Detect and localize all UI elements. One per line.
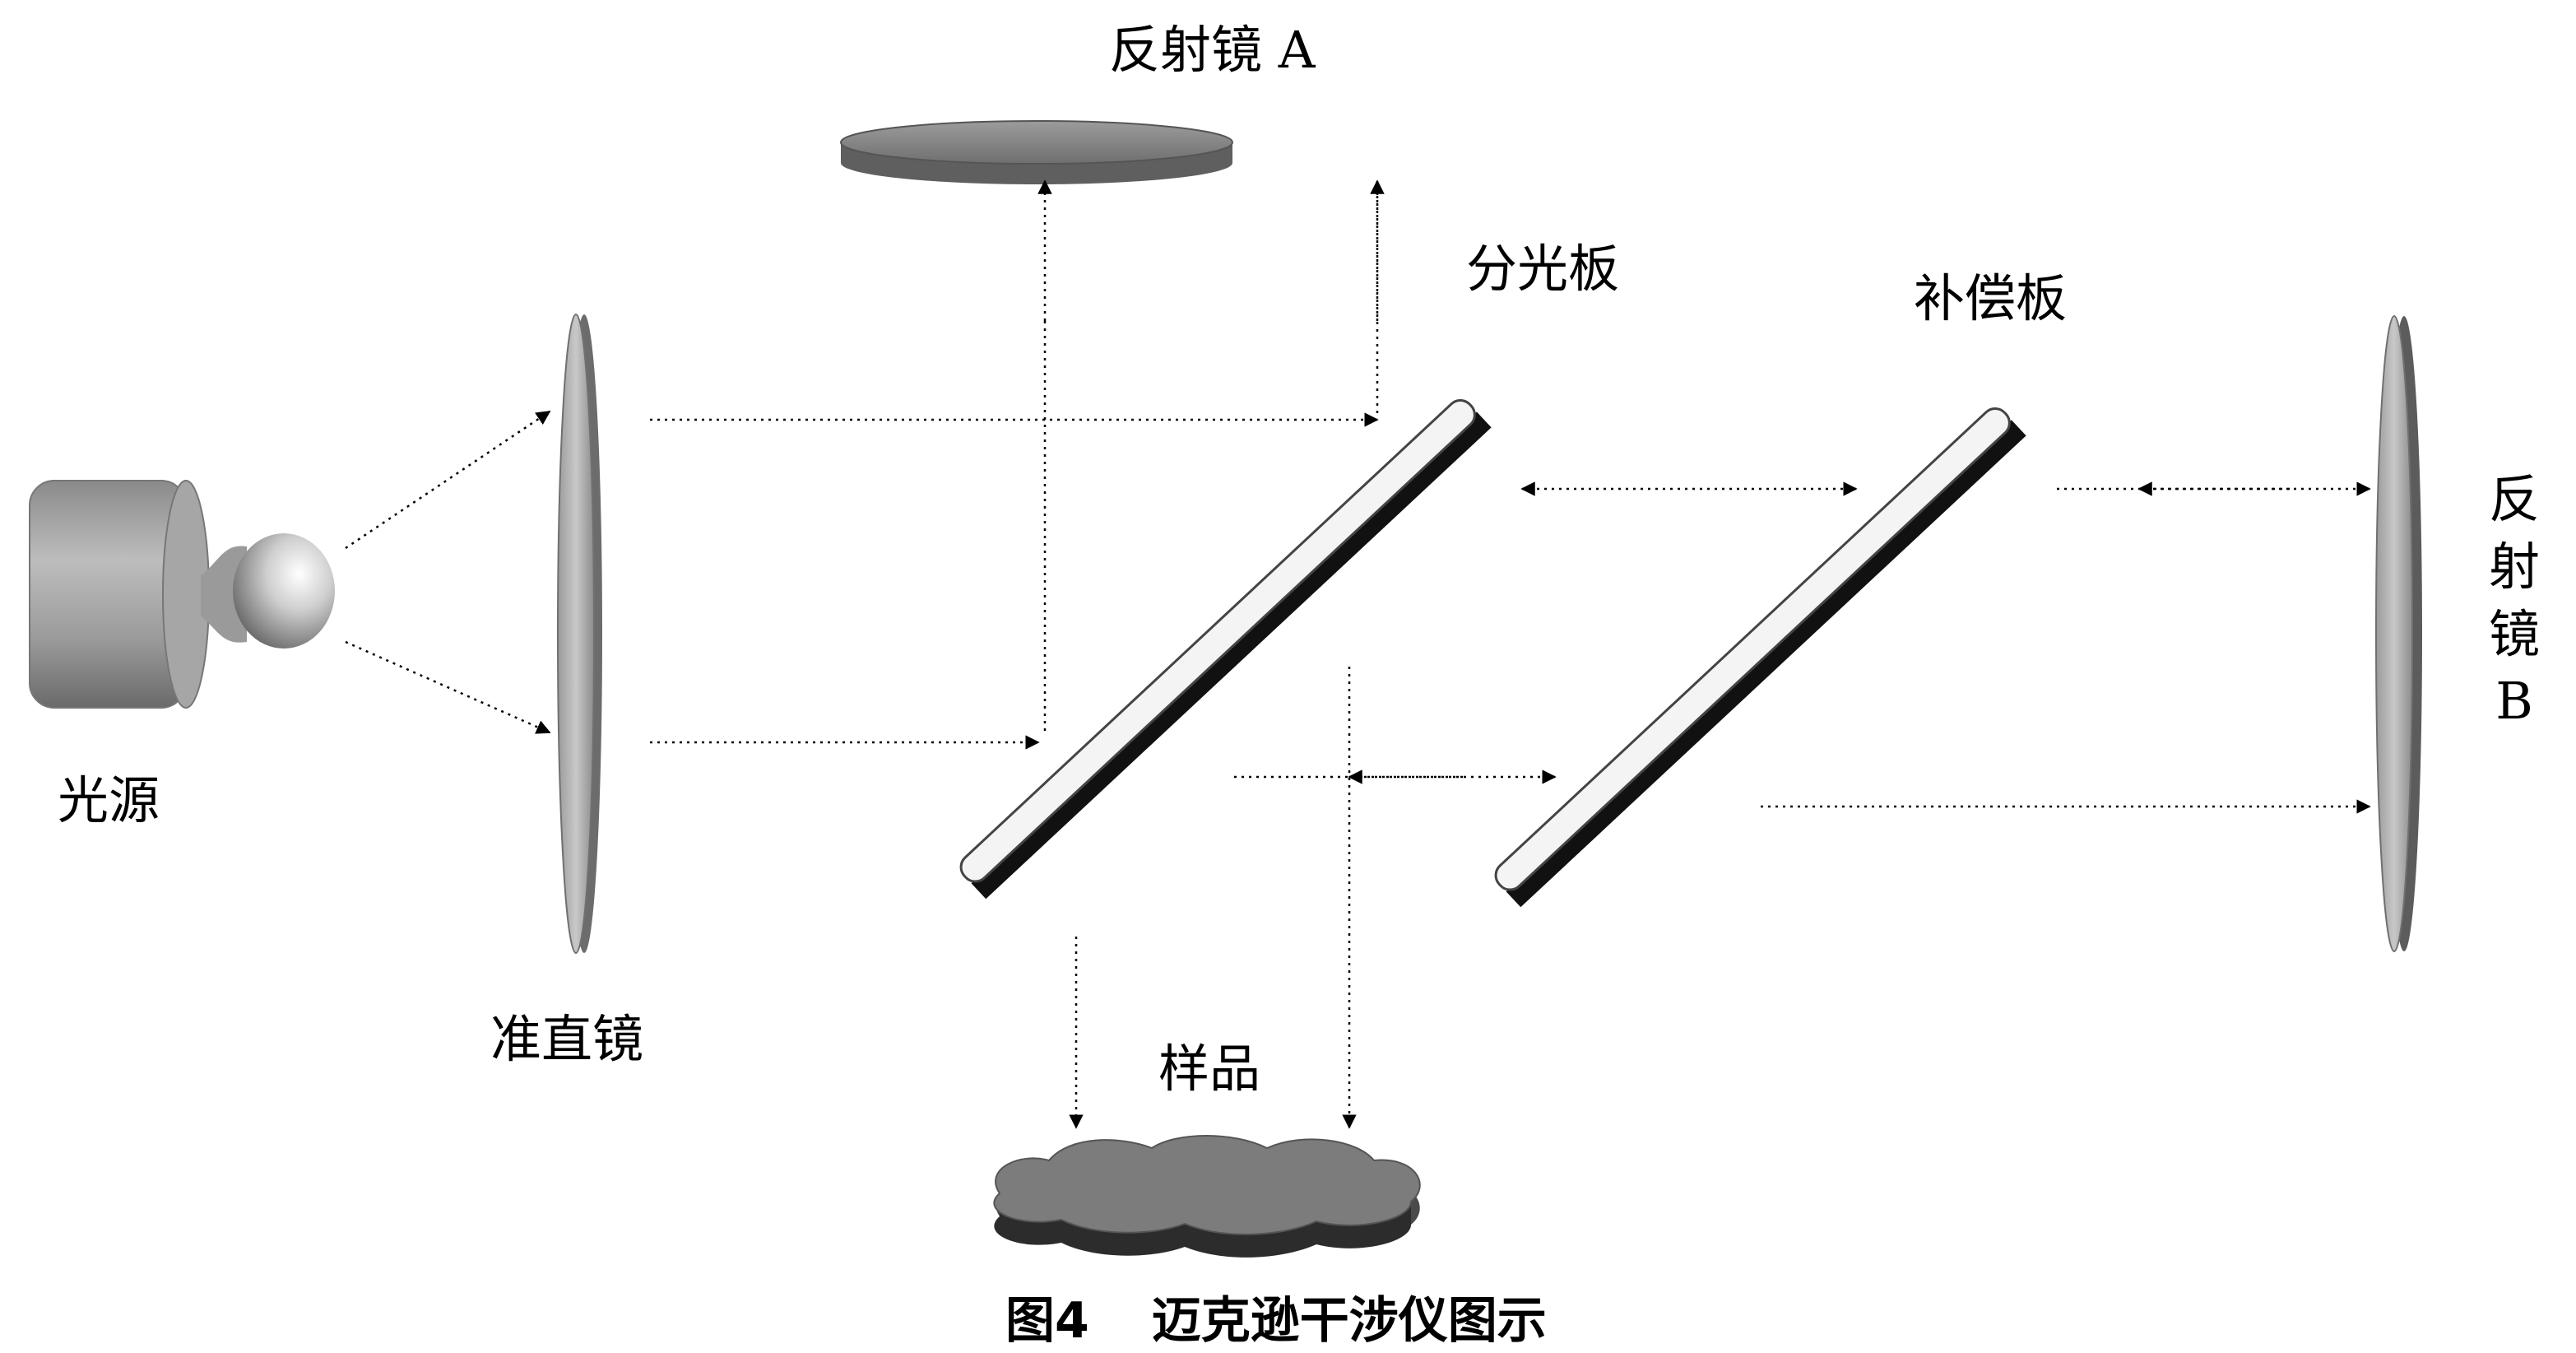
mirror-a-label: 反射镜 A xyxy=(1109,20,1316,80)
mirror-b-label: 反 射 镜 B xyxy=(2488,469,2540,732)
sample-label: 样品 xyxy=(1158,1039,1261,1099)
collimator-lens xyxy=(557,314,602,954)
collimator-label: 准直镜 xyxy=(490,1009,644,1069)
mirror-a xyxy=(840,120,1233,184)
sample xyxy=(993,1135,1421,1258)
figure-title: 迈克逊干涉仪图示 xyxy=(1151,1292,1547,1350)
beam-splitter-plate xyxy=(959,399,1492,900)
compensator-plate xyxy=(1494,407,2026,908)
beam-splitter-label: 分光板 xyxy=(1466,239,1620,299)
figure-number: 图4 xyxy=(1005,1292,1089,1350)
figure-caption: 图4 迈克逊干涉仪图示 xyxy=(1005,1281,1547,1352)
mirror-b xyxy=(2375,315,2422,952)
light-source-label: 光源 xyxy=(58,770,160,830)
light-source xyxy=(29,480,335,709)
compensator-label: 补偿板 xyxy=(1914,268,2068,328)
beam-paths xyxy=(345,179,2371,1129)
